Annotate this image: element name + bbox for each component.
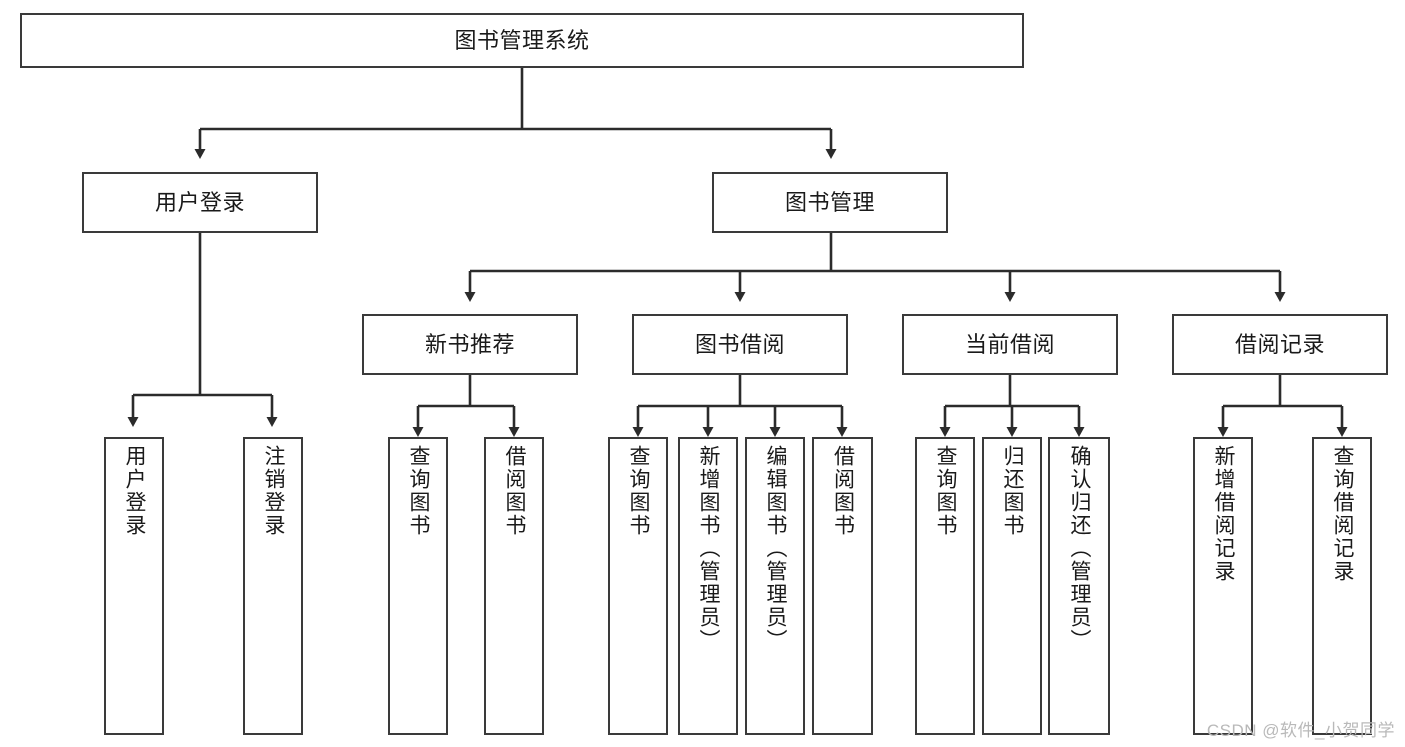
- node-borrow-record[interactable]: 借阅记录: [1172, 314, 1388, 375]
- leaf-current-return-book-label: 归还图书: [1001, 445, 1025, 537]
- leaf-borrow-query-book[interactable]: 查询图书: [608, 437, 668, 735]
- node-root-label: 图书管理系统: [454, 27, 590, 53]
- leaf-borrow-borrow-book[interactable]: 借阅图书: [812, 437, 873, 735]
- node-user-login-label: 用户登录: [154, 189, 245, 215]
- node-book-management[interactable]: 图书管理: [712, 172, 948, 233]
- leaf-newbook-query-book-label: 查询图书: [407, 445, 431, 537]
- node-root[interactable]: 图书管理系统: [20, 13, 1024, 68]
- leaf-borrow-edit-book-admin[interactable]: 编辑图书（管理员）: [745, 437, 805, 735]
- leaf-record-add-record[interactable]: 新增借阅记录: [1193, 437, 1253, 735]
- csdn-watermark: CSDN @软件_小贺同学: [1206, 721, 1395, 740]
- node-new-book-recommend-label: 新书推荐: [424, 331, 515, 357]
- node-book-management-label: 图书管理: [784, 189, 875, 215]
- leaf-record-add-record-label: 新增借阅记录: [1212, 445, 1236, 583]
- leaf-borrow-add-book-admin-label: 新增图书（管理员）: [697, 445, 721, 652]
- leaf-user-login-label: 用户登录: [123, 445, 147, 537]
- leaf-record-query-record-label: 查询借阅记录: [1331, 445, 1355, 583]
- leaf-borrow-edit-book-admin-label: 编辑图书（管理员）: [764, 445, 788, 652]
- node-user-login[interactable]: 用户登录: [82, 172, 318, 233]
- leaf-logout[interactable]: 注销登录: [243, 437, 303, 735]
- node-borrow-record-label: 借阅记录: [1234, 331, 1325, 357]
- leaf-newbook-borrow-book[interactable]: 借阅图书: [484, 437, 544, 735]
- leaf-current-confirm-return-admin-label: 确认归还（管理员）: [1068, 445, 1092, 652]
- leaf-borrow-query-book-label: 查询图书: [627, 445, 651, 537]
- node-current-borrow[interactable]: 当前借阅: [902, 314, 1118, 375]
- node-book-borrow[interactable]: 图书借阅: [632, 314, 848, 375]
- leaf-current-query-book[interactable]: 查询图书: [915, 437, 975, 735]
- leaf-current-return-book[interactable]: 归还图书: [982, 437, 1042, 735]
- leaf-current-query-book-label: 查询图书: [934, 445, 958, 537]
- leaf-logout-label: 注销登录: [262, 445, 286, 537]
- node-new-book-recommend[interactable]: 新书推荐: [362, 314, 578, 375]
- leaf-current-confirm-return-admin[interactable]: 确认归还（管理员）: [1048, 437, 1110, 735]
- node-current-borrow-label: 当前借阅: [964, 331, 1055, 357]
- leaf-borrow-add-book-admin[interactable]: 新增图书（管理员）: [678, 437, 738, 735]
- leaf-record-query-record[interactable]: 查询借阅记录: [1312, 437, 1372, 735]
- leaf-newbook-borrow-book-label: 借阅图书: [503, 445, 527, 537]
- leaf-newbook-query-book[interactable]: 查询图书: [388, 437, 448, 735]
- leaf-user-login[interactable]: 用户登录: [104, 437, 164, 735]
- node-book-borrow-label: 图书借阅: [694, 331, 785, 357]
- leaf-borrow-borrow-book-label: 借阅图书: [831, 445, 855, 537]
